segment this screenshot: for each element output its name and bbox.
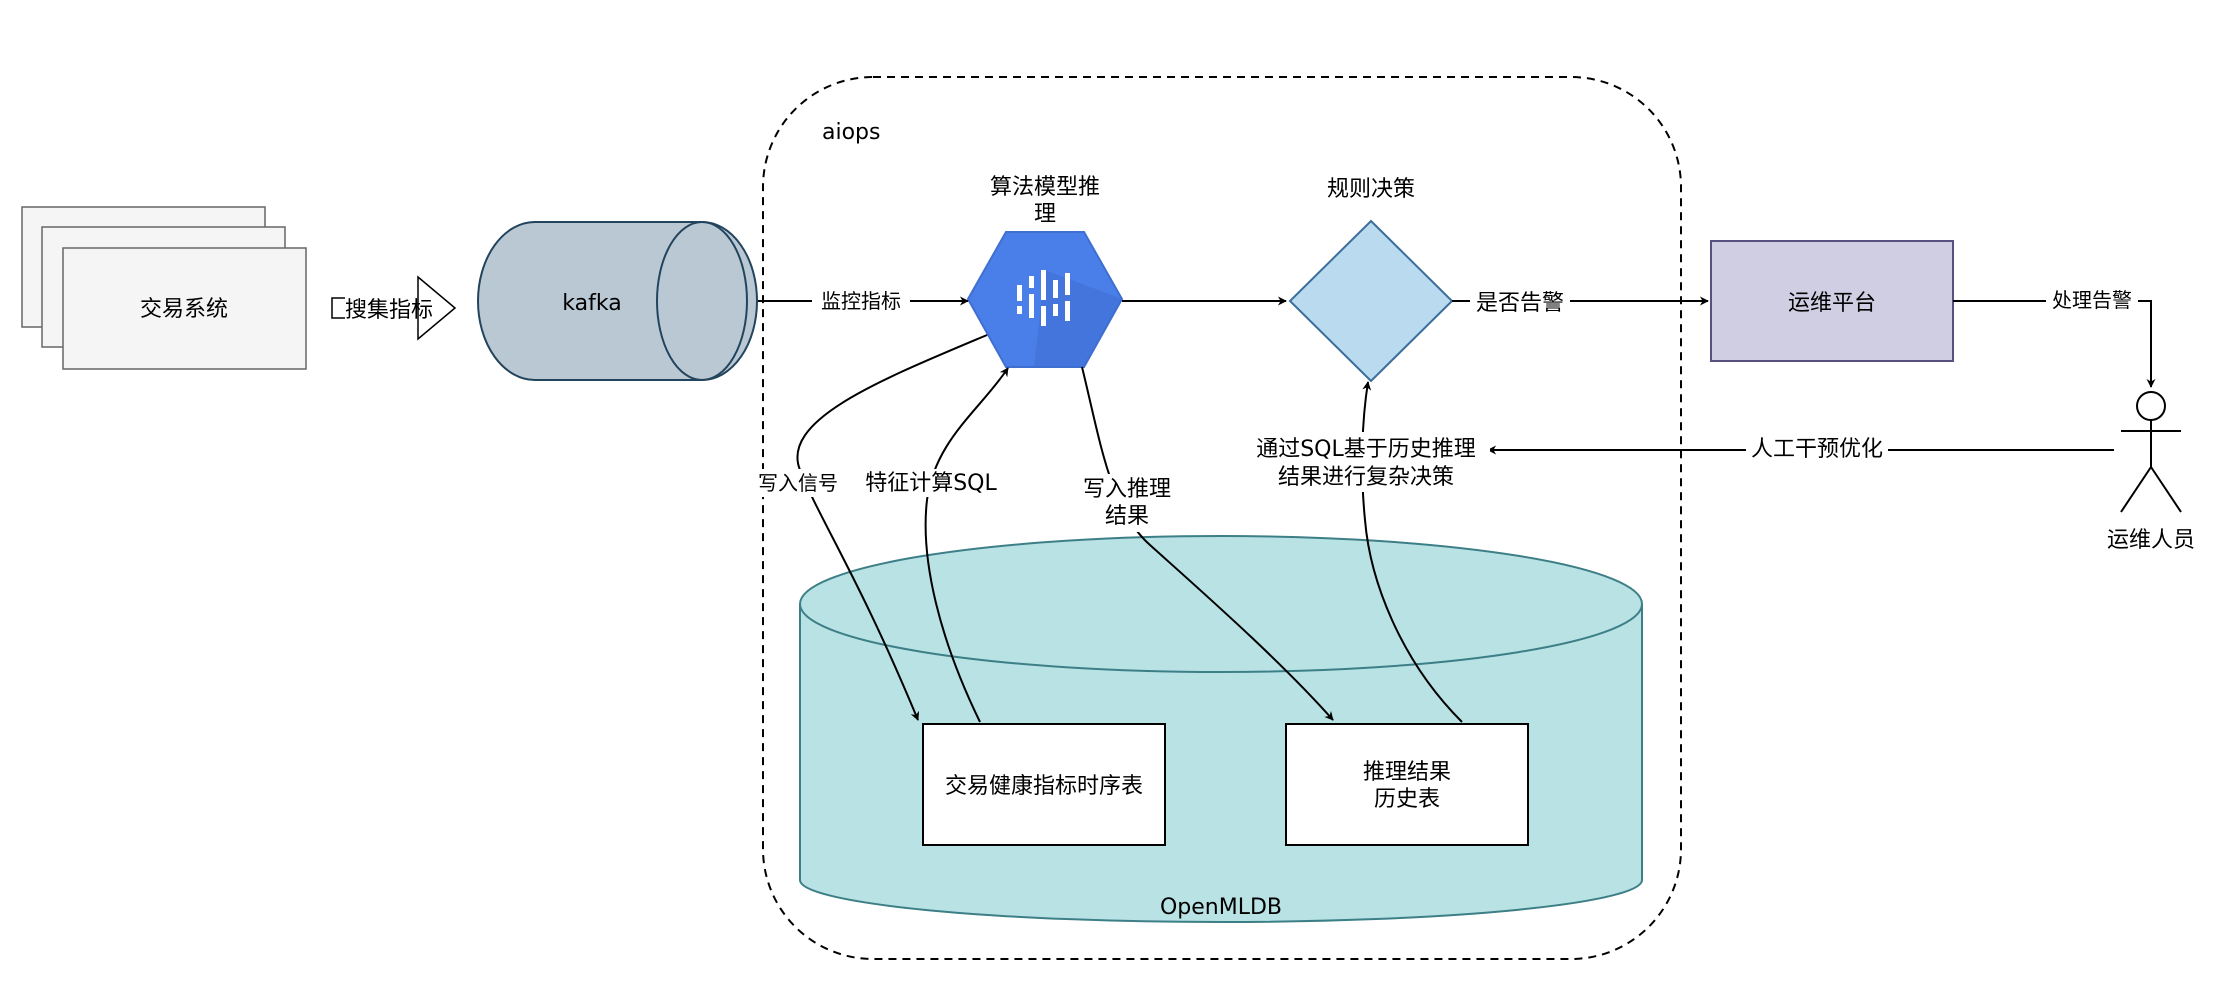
model-inference-label-line2: 理	[1034, 202, 1056, 227]
edge-feature-sql-label: 特征计算SQL	[865, 471, 997, 496]
rule-decision-diamond	[1288, 219, 1454, 383]
collect-metrics-arrow	[331, 275, 457, 341]
edge-write-result	[1081, 366, 1334, 721]
health-metrics-table-label: 交易健康指标时序表	[945, 774, 1143, 799]
source-system-stack	[21, 206, 307, 370]
edge-write-signal-label: 写入信号	[758, 471, 838, 495]
edge-sql-decision-label-line2: 结果进行复杂决策	[1278, 465, 1454, 490]
edge-sql-decision	[1361, 381, 1463, 723]
source-system-label: 交易系统	[140, 297, 228, 322]
inference-history-table-label-line2: 历史表	[1374, 787, 1440, 812]
edge-monitor-metrics-label: 监控指标	[821, 289, 901, 313]
collect-metrics-label: 搜集指标	[345, 298, 433, 323]
edge-handle-alarm	[1953, 300, 2156, 388]
health-metrics-table[interactable]	[922, 723, 1166, 846]
ops-platform-label: 运维平台	[1788, 291, 1876, 316]
aiops-label: aiops	[822, 120, 880, 145]
edge-manual-optimize-label: 人工干预优化	[1751, 437, 1883, 462]
rule-decision-label: 规则决策	[1327, 177, 1415, 202]
ops-person-label: 运维人员	[2107, 528, 2195, 553]
edge-is-alarm-label: 是否告警	[1476, 291, 1564, 316]
ops-person-icon	[2120, 391, 2182, 513]
edge-write-result-label-line1: 写入推理	[1083, 477, 1171, 502]
ops-platform-box[interactable]	[1710, 240, 1954, 362]
model-inference-label-line1: 算法模型推	[990, 175, 1100, 200]
kafka-label: kafka	[562, 291, 621, 316]
model-inference-icon	[966, 231, 1124, 368]
edge-sql-decision-label-line1: 通过SQL基于历史推理	[1256, 437, 1476, 462]
edge-feature-sql	[924, 367, 1009, 723]
kafka-cylinder	[477, 221, 758, 381]
inference-history-table-label-line1: 推理结果	[1363, 760, 1451, 785]
edge-write-result-label-line2: 结果	[1105, 504, 1149, 529]
edge-handle-alarm-label: 处理告警	[2052, 288, 2132, 312]
openmldb-label: OpenMLDB	[1160, 895, 1282, 920]
inference-history-table[interactable]	[1285, 723, 1529, 846]
